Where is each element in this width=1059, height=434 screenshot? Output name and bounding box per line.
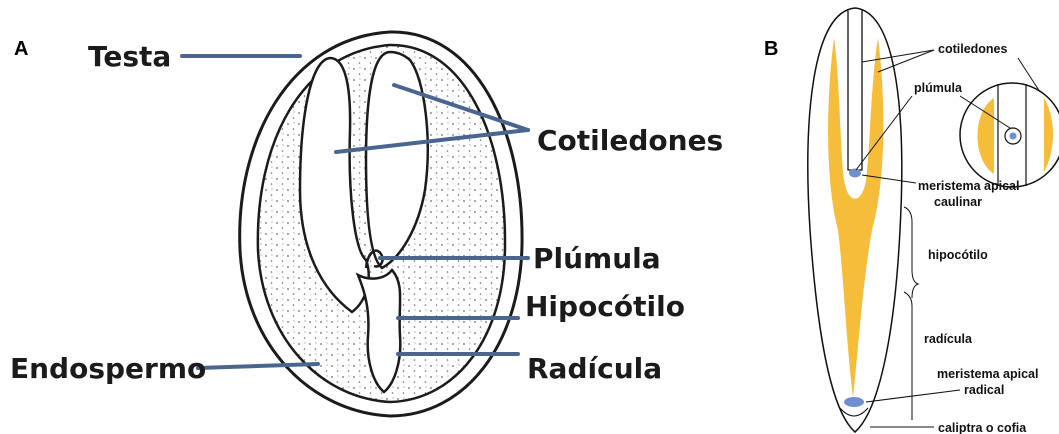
hipocotilo-brace <box>904 207 918 298</box>
label-endospermo: Endospermo <box>10 352 206 385</box>
leader-meristema-radical <box>866 390 960 402</box>
label-radicula-b: radícula <box>924 332 973 346</box>
label-meristema-caulinar-1: meristema apical <box>918 179 1019 193</box>
label-plumula-b: plúmula <box>914 81 963 95</box>
panel-a: A Testa Cotiledones Plúmula Hipocótilo E… <box>10 32 723 416</box>
label-cotiledones-b: cotiledones <box>938 42 1008 56</box>
panel-b: B <box>764 8 1059 434</box>
panel-b-letter: B <box>764 38 778 60</box>
shoot-apical-meristem <box>849 169 861 178</box>
label-meristema-radical-1: meristema apical <box>937 367 1038 381</box>
label-caliptra: caliptra o cofia <box>938 421 1027 434</box>
label-plumula-a: Plúmula <box>533 242 661 275</box>
label-radicula-a: Radícula <box>527 352 662 385</box>
label-cotiledones-a: Cotiledones <box>537 124 723 157</box>
radicula-brace <box>904 292 912 420</box>
label-meristema-caulinar-2: caulinar <box>934 195 982 209</box>
label-testa: Testa <box>88 40 171 73</box>
label-meristema-radical-2: radical <box>964 383 1004 397</box>
label-hipocotilo-a: Hipocótilo <box>525 290 685 323</box>
cross-section-meristem <box>1010 133 1017 140</box>
panel-a-letter: A <box>14 38 28 60</box>
cotyledon-cleft <box>848 10 862 170</box>
root-apical-meristem <box>844 397 864 407</box>
label-hipocotilo-b: hipocótilo <box>928 248 988 262</box>
cross-section <box>960 83 1059 187</box>
